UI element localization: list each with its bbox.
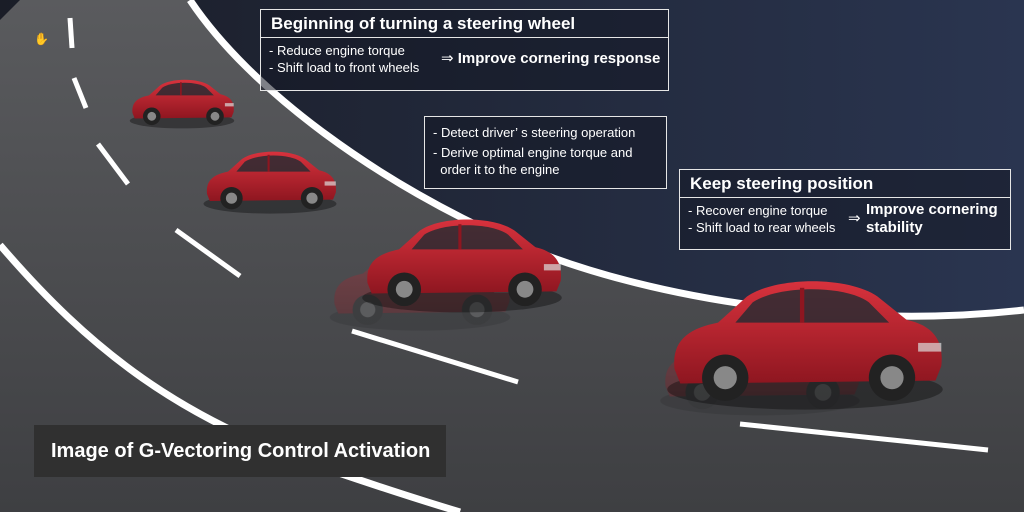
callout-line: - Detect driver’ s steering operation <box>433 124 658 141</box>
callout-beginning-of-turn: Beginning of turning a steering wheel - … <box>260 9 669 91</box>
callout-result: Improve cornering response <box>458 50 661 67</box>
callout-line: order it to the engine <box>433 161 658 178</box>
callout-result: stability <box>866 219 998 237</box>
callout-detect-steering: - Detect driver’ s steering operation - … <box>424 116 667 189</box>
caption: Image of G-Vectoring Control Activation <box>34 425 446 477</box>
hand-cursor-icon: ✋ <box>34 32 49 46</box>
callout-result: Improve cornering <box>866 201 998 219</box>
callout-title: Keep steering position <box>680 170 1010 197</box>
arrow-icon: ⇒ <box>848 210 861 227</box>
callout-title: Beginning of turning a steering wheel <box>261 10 668 37</box>
callout-keep-steering: Keep steering position - Recover engine … <box>679 169 1011 250</box>
arrow-icon: ⇒ <box>441 50 454 67</box>
callout-line: - Derive optimal engine torque and <box>433 144 658 161</box>
